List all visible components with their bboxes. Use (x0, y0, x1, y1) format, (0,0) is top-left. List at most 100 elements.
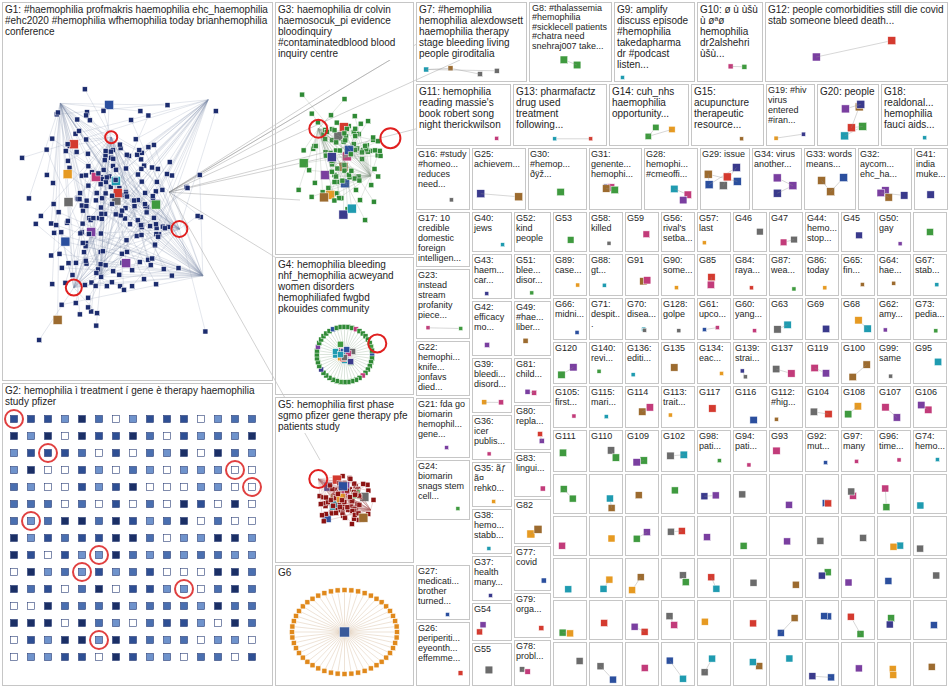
vertex-icon (153, 189, 158, 194)
vertex-icon (600, 585, 607, 592)
vertex-icon (320, 193, 329, 202)
group-label: G104 (806, 387, 830, 399)
network-edge (141, 100, 208, 169)
network-edge (428, 327, 461, 329)
group-label: G88: gt... (590, 255, 622, 277)
vertex-icon (84, 113, 89, 118)
network-edge (60, 103, 137, 220)
vertex-icon (130, 433, 137, 440)
vertex-icon (604, 184, 611, 191)
group-label: G37: health many... (473, 557, 511, 589)
vertex-icon (62, 433, 69, 440)
group-cell (554, 559, 587, 598)
vertex-icon (130, 484, 137, 491)
vertex-icon (215, 501, 222, 508)
group-box: G94: pati... (733, 430, 767, 472)
vertex-icon (198, 569, 205, 576)
vertex-icon (113, 450, 120, 457)
group-label: G102 (662, 431, 686, 443)
group-label: G6 (276, 566, 293, 579)
group-cell (698, 559, 731, 598)
network-edge (74, 200, 138, 288)
vertex-icon (181, 552, 188, 559)
group-box: G116 (733, 386, 767, 428)
network-edge (145, 204, 180, 229)
vertex-icon (316, 593, 321, 598)
vertex-icon (515, 193, 523, 201)
vertex-icon (573, 61, 581, 69)
vertex-icon (114, 167, 119, 172)
vertex-icon (79, 586, 86, 593)
vertex-icon (147, 552, 154, 559)
vertex-icon (232, 603, 239, 610)
group-label: G87: wea... (770, 255, 802, 277)
vertex-icon (139, 179, 144, 184)
vertex-icon (104, 180, 109, 185)
group-box: G134: eac... (697, 342, 731, 384)
vertex-icon (117, 272, 122, 277)
network-edge (105, 160, 180, 229)
vertex-icon (232, 654, 239, 661)
network-edge (116, 180, 203, 276)
network-edge (92, 100, 209, 283)
vertex-icon (361, 481, 366, 486)
vertex-icon (680, 675, 687, 682)
vertex-icon (633, 459, 640, 466)
vertex-icon (489, 594, 493, 598)
group-box: G89: case... (553, 254, 587, 296)
group-box: G90: some... (661, 254, 695, 296)
group-label: G26: periperiti... eyeonth... effemme... (417, 623, 469, 665)
vertex-icon (111, 177, 120, 186)
vertex-icon (249, 654, 256, 661)
vertex-icon (181, 535, 188, 542)
group-box: G37: health many... (472, 556, 512, 601)
vertex-icon (11, 416, 18, 423)
highlight-ring (105, 131, 117, 143)
group-cell (698, 601, 731, 640)
vertex-icon (704, 534, 711, 541)
group-label: G70: disea... (626, 299, 658, 321)
group-cell (914, 475, 947, 514)
vertex-icon (290, 624, 295, 629)
vertex-icon (87, 228, 96, 237)
vertex-icon (456, 507, 460, 511)
group-label: G18: realdonal... hemophilia fauci aids.… (882, 85, 947, 131)
vertex-icon (151, 215, 156, 220)
network-edge (167, 174, 203, 276)
network-edge (345, 334, 363, 355)
highlight-ring (368, 334, 386, 352)
vertex-icon (132, 204, 137, 209)
vertex-icon (823, 286, 827, 290)
vertex-icon (335, 671, 340, 676)
vertex-icon (560, 56, 568, 64)
group-label: G46 (734, 213, 753, 225)
group-box: G55 (472, 643, 512, 686)
vertex-icon (353, 126, 358, 131)
vertex-icon (98, 262, 103, 267)
group-label: G7: #hemophilia hemophilia alexdowsett h… (417, 3, 526, 60)
network-edge (60, 103, 139, 150)
vertex-icon (147, 467, 154, 474)
vertex-icon (232, 450, 239, 457)
network-edge (137, 100, 208, 155)
group-label: G140: revi... (590, 343, 622, 365)
network-edge (179, 111, 215, 229)
vertex-icon (674, 286, 678, 290)
vertex-icon (147, 637, 154, 644)
vertex-icon (84, 137, 89, 142)
vertex-icon (130, 501, 137, 508)
vertex-icon (164, 603, 171, 610)
vertex-icon (935, 283, 939, 287)
group-box: G93 (769, 430, 803, 472)
group-label: G80: repla... (515, 406, 550, 428)
vertex-icon (633, 535, 640, 542)
vertex-icon (818, 572, 825, 579)
vertex-icon (62, 484, 69, 491)
vertex-icon (96, 620, 103, 627)
network-edge (141, 159, 179, 229)
vertex-icon (631, 373, 635, 377)
group-label: G55 (473, 644, 492, 656)
group-box: G30: #hemop... ðÿž... (528, 148, 587, 210)
vertex-icon (198, 450, 205, 457)
network-edge (120, 145, 203, 276)
